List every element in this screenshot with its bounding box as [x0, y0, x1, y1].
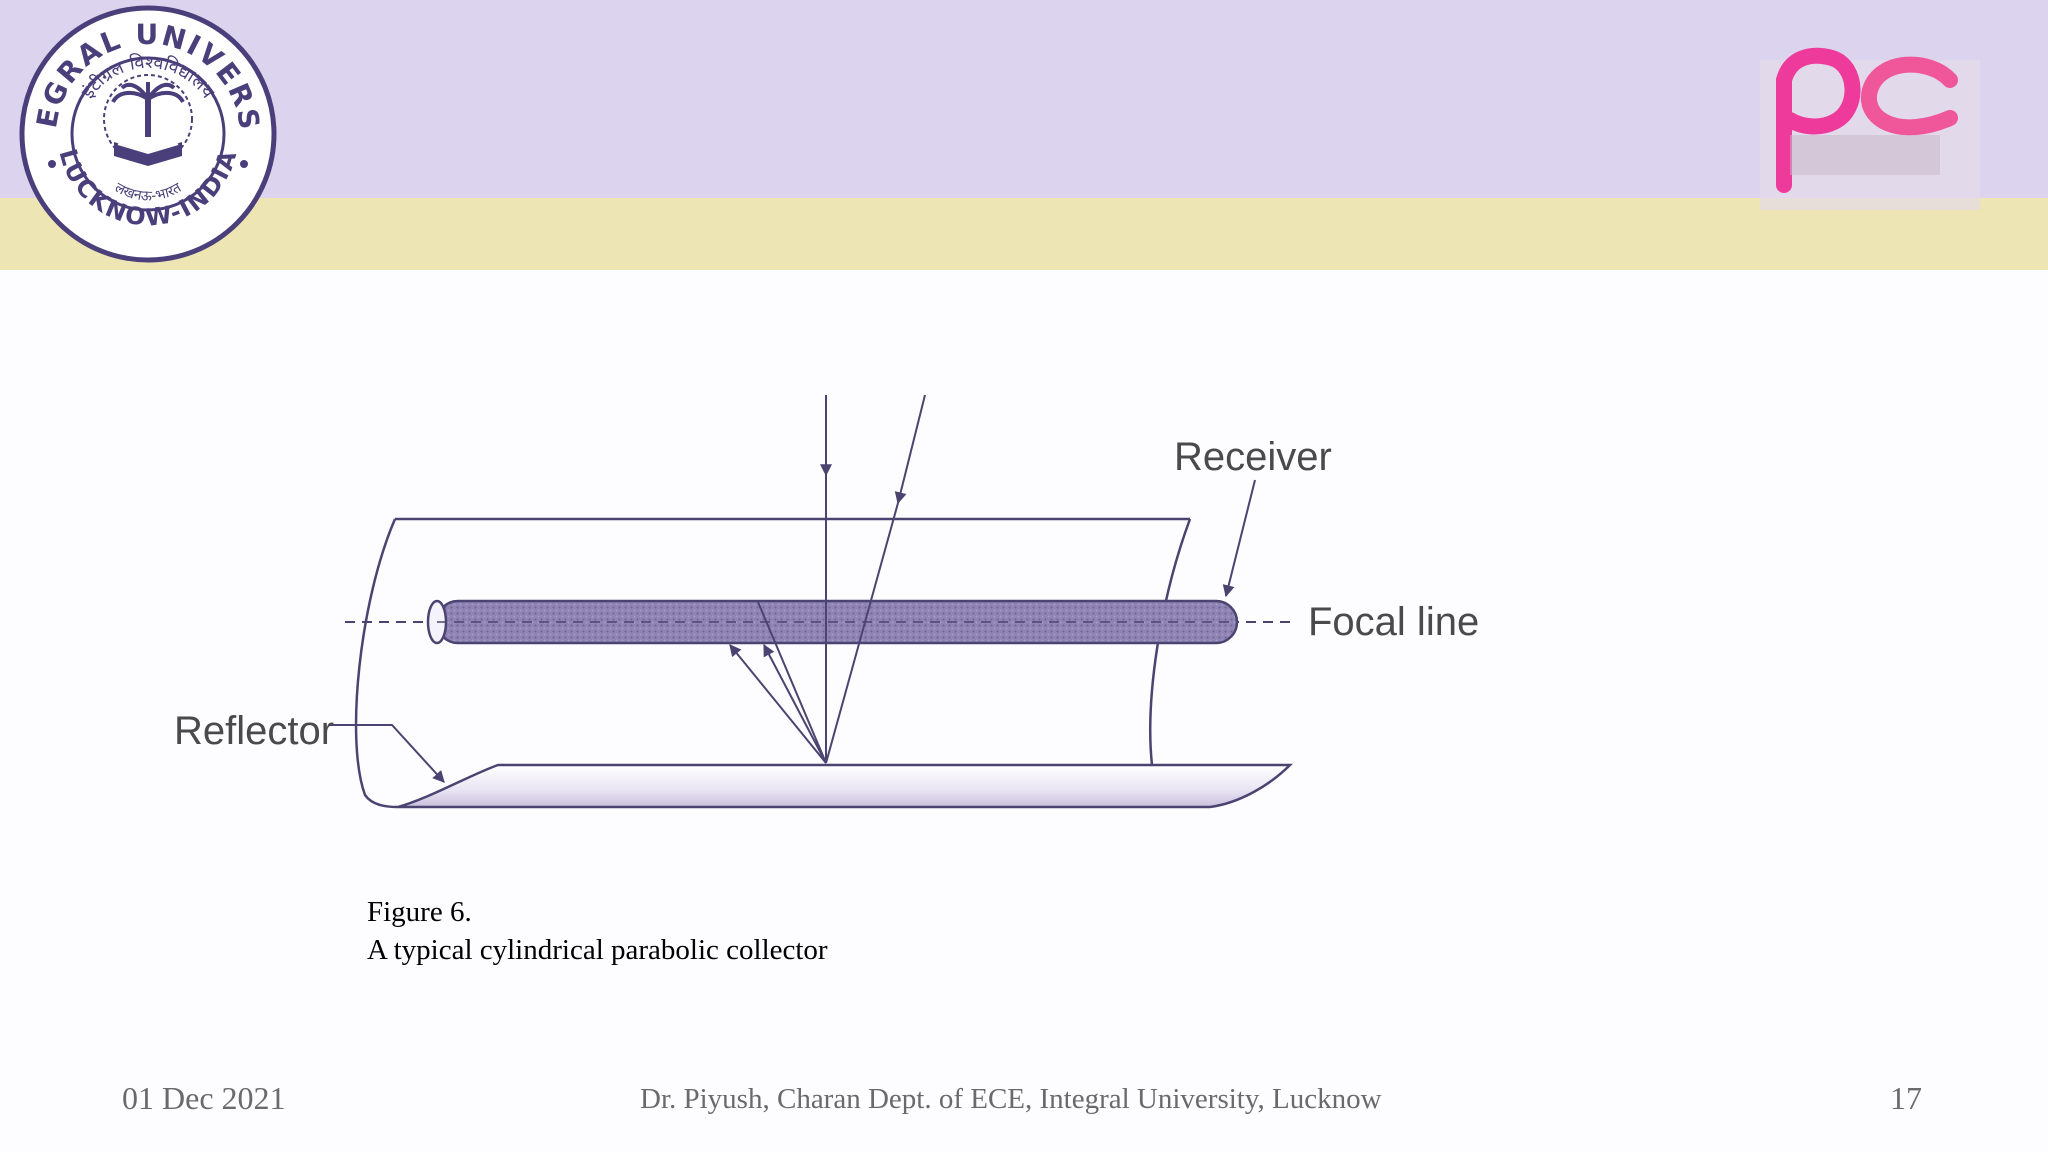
footer-author: Dr. Piyush, Charan Dept. of ECE, Integra… [640, 1083, 1382, 1115]
figure-title: A typical cylindrical parabolic collecto… [367, 934, 828, 966]
focal-line-label: Focal line [1308, 600, 1479, 644]
figure-caption: Figure 6. A typical cylindrical paraboli… [367, 893, 828, 969]
university-logo: INTEGRAL UNIVERSITY LUCKNOW-INDIA इंटीग्… [18, 4, 277, 263]
pc-logo [1760, 47, 1980, 210]
receiver-leader [1222, 479, 1256, 598]
footer-date: 01 Dec 2021 [122, 1080, 286, 1116]
palm-book-emblem [103, 74, 193, 166]
sun-rays [729, 394, 926, 764]
header-stripe [0, 198, 2048, 270]
receiver-label: Receiver [1174, 435, 1332, 479]
parabolic-collector-diagram: Receiver Focal line Reflector [174, 394, 1479, 809]
reflector-leader [330, 724, 445, 783]
reflector-trough [354, 517, 1192, 809]
reflector-surface [397, 763, 1294, 809]
receiver-tube [426, 599, 1239, 645]
reflector-label: Reflector [174, 709, 334, 753]
header-band [0, 0, 2048, 198]
figure-number: Figure 6. [367, 896, 472, 928]
page-number: 17 [1890, 1080, 1922, 1116]
